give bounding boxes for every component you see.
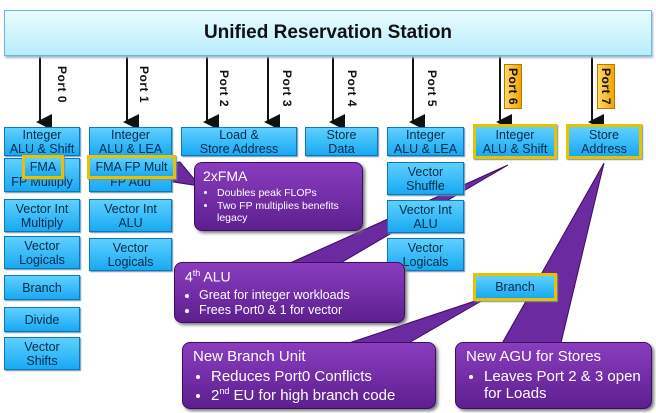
port0-branch: Branch [4, 275, 80, 300]
unit-label: Branch [22, 280, 62, 295]
port-1-label: Port 1 [137, 66, 151, 104]
branch-callout: New Branch Unit Reduces Port0 Conflicts … [182, 342, 436, 409]
unit-label: Load & [219, 127, 259, 142]
port6-integer-alu-shift: Integer ALU & Shift [473, 124, 557, 159]
unit-label: ALU [413, 216, 438, 231]
port23-load-store-address: Load & Store Address [181, 127, 297, 156]
callout-bullet: Great for integer workloads [199, 288, 394, 302]
unit-label: Integer [111, 127, 150, 142]
unit-label: Vector [407, 240, 444, 255]
port-5-label: Port 5 [425, 70, 439, 108]
unit-label: Divide [24, 312, 60, 327]
port5-integer-alu-lea: Integer ALU & LEA [387, 127, 464, 156]
unit-label: Multiply [20, 215, 64, 230]
unit-label: Store [326, 127, 357, 142]
port5-vector-logicals: Vector Logicals [387, 238, 464, 271]
callout-bullet: 2nd EU for high branch code [211, 386, 425, 404]
unit-label: Logicals [19, 252, 65, 267]
callout-bullet: Leaves Port 2 & 3 open for Loads [484, 368, 641, 402]
port0-vector-int-multiply: Vector Int Multiply [4, 199, 80, 232]
port0-vector-shifts: Vector Shifts [4, 337, 80, 370]
unit-label: ALU & Shift [9, 141, 75, 156]
port-3-label: Port 3 [280, 70, 294, 108]
unit-label: Vector [407, 164, 444, 179]
callout-title: New Branch Unit [193, 348, 306, 365]
port1-vector-int-alu: Vector Int ALU [89, 199, 172, 232]
unit-label: Address [581, 141, 627, 156]
port0-vector-logicals: Vector Logicals [4, 236, 80, 269]
port-4-label: Port 4 [345, 70, 359, 108]
agu-callout-pointer [499, 162, 605, 348]
fma-callout: 2xFMA Doubles peak FLOPs Two FP multipli… [194, 162, 363, 231]
unit-label: ALU & LEA [393, 141, 458, 156]
unit-label: Vector [112, 240, 149, 255]
unit-label: Shuffle [406, 178, 445, 193]
port-7-label: Port 7 [597, 64, 615, 110]
port4-store-data: Store Data [305, 127, 378, 156]
unit-label: FMA [29, 160, 57, 174]
callout-bullet: Doubles peak FLOPs [217, 187, 354, 199]
unit-label: Integer [22, 127, 62, 142]
unit-label: Store [589, 127, 619, 142]
agu-callout: New AGU for Stores Leaves Port 2 & 3 ope… [455, 342, 652, 409]
callout-bullet: Two FP multiplies benefits legacy [217, 200, 354, 224]
unit-label: Vector Int [104, 201, 157, 216]
unit-label: FMA FP Mult [95, 160, 168, 174]
port1-integer-alu-lea: Integer ALU & LEA [89, 127, 172, 156]
port0-divide: Divide [4, 307, 80, 332]
unified-reservation-station: Unified Reservation Station [4, 10, 652, 56]
unit-label: Vector [24, 339, 60, 354]
unit-label: Store Address [199, 141, 279, 156]
port-0-label: Port 0 [55, 66, 69, 104]
unit-label: ALU & LEA [98, 141, 163, 156]
unit-label: Data [328, 141, 355, 156]
port0-fma: FMA [22, 155, 64, 179]
port-6-label: Port 6 [504, 64, 522, 110]
port5-vector-int-alu: Vector Int ALU [387, 200, 464, 233]
port7-store-address: Store Address [566, 124, 642, 159]
callout-title: 2xFMA [203, 168, 248, 184]
callout-title: 4th ALU [185, 268, 231, 285]
unit-label: ALU [118, 215, 143, 230]
callout-title: New AGU for Stores [466, 348, 602, 365]
port5-vector-shuffle: Vector Shuffle [387, 162, 464, 195]
unit-label: Logicals [107, 254, 154, 269]
port0-integer-alu-shift: Integer ALU & Shift [4, 127, 80, 156]
unit-label: Vector Int [15, 201, 69, 216]
unit-label: Vector [24, 238, 60, 253]
callout-bullet: Reduces Port0 Conflicts [211, 368, 425, 385]
port-2-label: Port 2 [217, 70, 231, 108]
port6-branch: Branch [473, 273, 557, 301]
port1-vector-logicals: Vector Logicals [89, 238, 172, 271]
alu-callout: 4th ALU Great for integer workloads Free… [174, 262, 405, 323]
port1-fma-fp-mult: FMA FP Mult [87, 155, 176, 179]
unit-label: Branch [495, 280, 535, 294]
unit-label: Integer [495, 127, 535, 142]
unit-label: Logicals [402, 254, 449, 269]
unit-label: Shifts [26, 353, 58, 368]
callout-bullet: Frees Port0 & 1 for vector [199, 303, 394, 317]
unit-label: ALU & Shift [482, 141, 548, 156]
unit-label: Vector Int [399, 202, 452, 217]
unit-label: Integer [406, 127, 445, 142]
